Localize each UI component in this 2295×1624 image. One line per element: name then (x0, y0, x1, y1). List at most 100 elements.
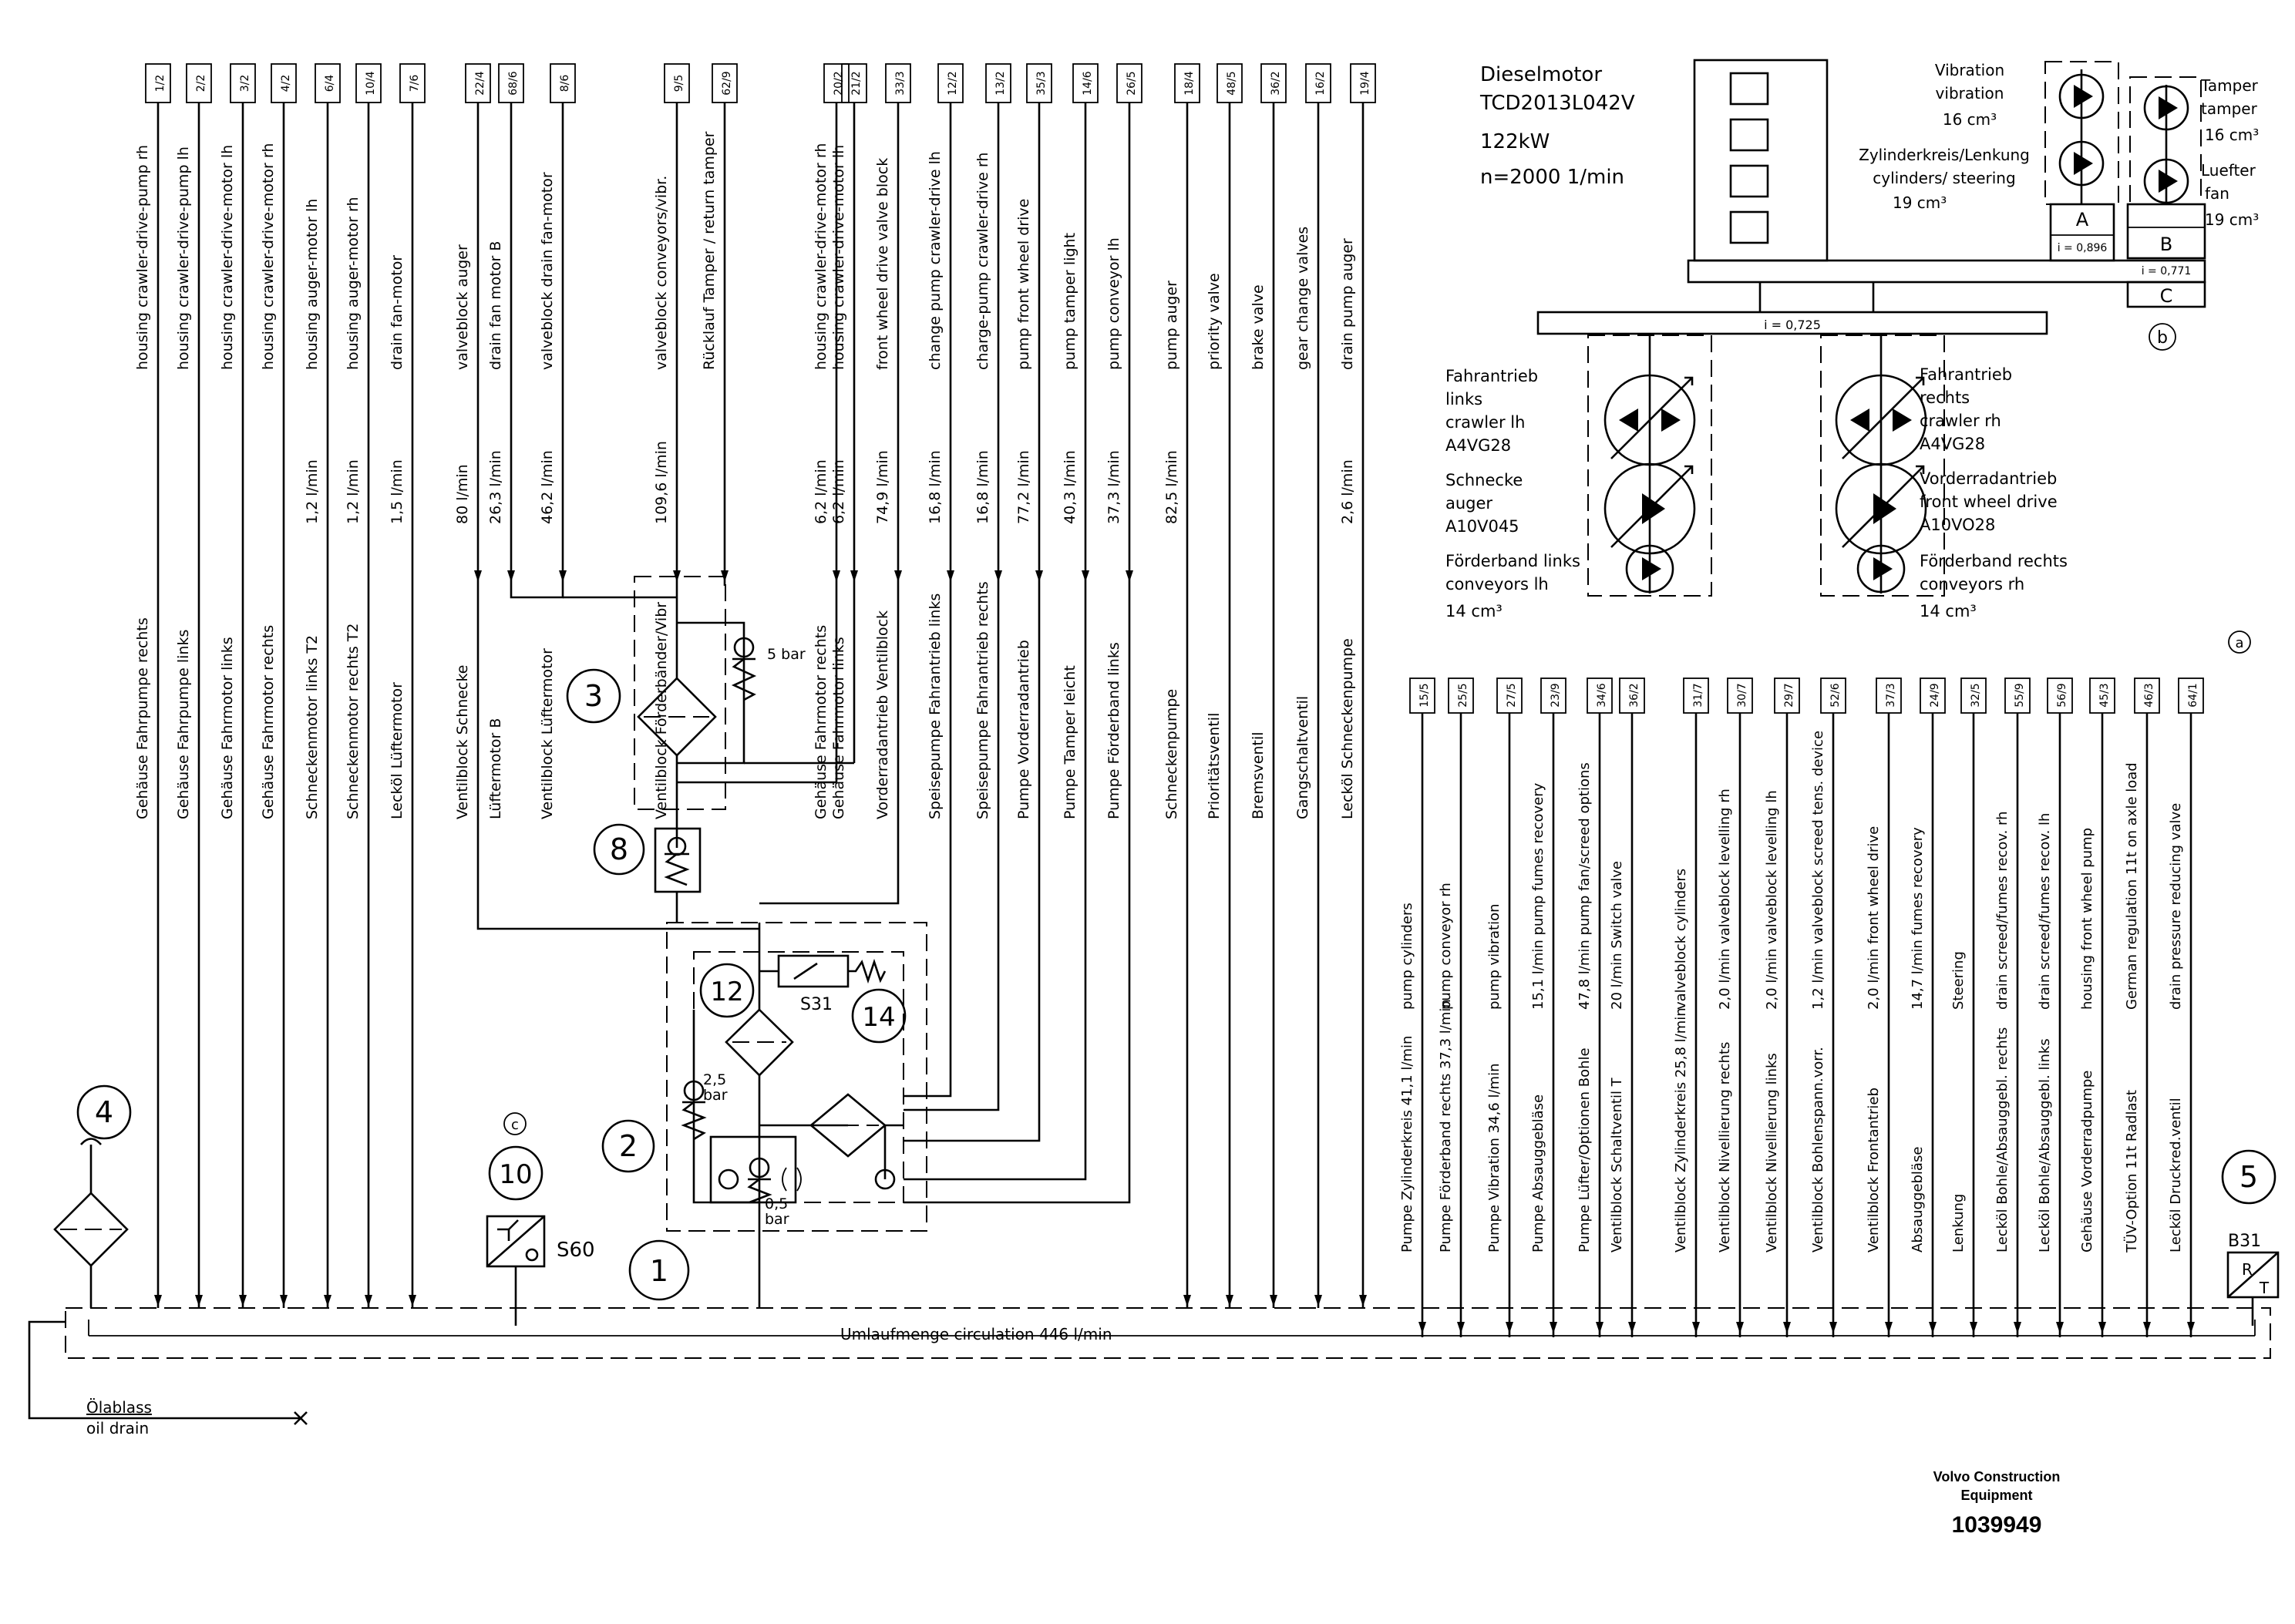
line-label-en: 2,0 l/min valveblock levelling rh (1717, 788, 1733, 1010)
drive-left-label: Fahrantrieb (1445, 367, 1538, 385)
line-ref: 20/2 (833, 71, 845, 95)
line-ref: 27/5 (1506, 683, 1518, 707)
line-label-de: Gehäuse Vorderradpumpe (2079, 1071, 2095, 1252)
line-ref: 64/1 (2187, 683, 2199, 707)
check-valve-8 (654, 827, 702, 923)
line-label-en: housing auger-motor lh (304, 199, 321, 370)
line-label-en: Steering (1950, 951, 1967, 1010)
flow-arrow (239, 1295, 247, 1306)
line-ref: 37/3 (1885, 683, 1897, 707)
line-label-en: valveblock conveyors/vibr. (653, 176, 670, 370)
oil-drain-de: Ölablass (86, 1398, 152, 1417)
line-ref: 12/2 (947, 71, 959, 95)
engine-speed: n=2000 1/min (1480, 166, 1624, 189)
flow-arrow (1035, 570, 1043, 582)
line-label-en: housing auger-motor rh (345, 197, 362, 371)
line-label-en: drain screed/fumes recov. rh (1994, 811, 2011, 1010)
line-flow: 80 l/min (454, 464, 471, 524)
front-drive-label-en: front wheel drive (1920, 493, 2058, 511)
line-label-de: Lecköl Schneckenpumpe (1339, 638, 1356, 819)
line-label-en: pump cylinders (1399, 903, 1415, 1010)
line-ref: 25/5 (1457, 683, 1469, 707)
line-label-de: Absauggebläse (1910, 1147, 1926, 1252)
fan-label-en: fan (2205, 184, 2229, 203)
line-label-en: pump conveyor rh (1438, 883, 1454, 1010)
tank-manifold (28, 1307, 2271, 1425)
line-ref: 13/2 (994, 71, 1007, 95)
line-flow: 77,2 l/min (1015, 450, 1032, 524)
line-label-en: 15,1 l/min pump fumes recovery (1530, 782, 1546, 1010)
fan-displacement: 19 cm³ (2205, 210, 2259, 229)
line-label-de: Ventilblock Zylinderkreis 25,8 l/min (1673, 1007, 1689, 1252)
return-line: 34/647,8 l/min pump fan/screed optionsPu… (1577, 678, 1613, 1337)
flow-arrow (474, 570, 482, 582)
line-ref: 62/9 (721, 71, 733, 95)
line-label-de: Schneckenmotor rechts T2 (345, 624, 362, 820)
bypass-0-5-value: 0,5 (765, 1195, 788, 1212)
component-12-number: 12 (710, 977, 743, 1007)
conveyor-left-label: Förderband links (1445, 552, 1580, 570)
line-flow: 1,5 l/min (389, 459, 405, 524)
flow-arrow (1226, 1295, 1233, 1306)
conveyor-right-displacement: 14 cm³ (1920, 602, 1977, 620)
flow-arrow (673, 570, 681, 582)
line-label-de: Lecköl Bohle/Absauggebl. rechts (1994, 1027, 2011, 1252)
pto-labels: Vibration vibration 16 cm³ Zylinderkreis… (1764, 61, 2259, 351)
front-drive-label: Vorderradantrieb (1920, 469, 2057, 488)
flow-arrow (2056, 1322, 2064, 1333)
line-label-en: housing crawler-drive-motor rh (260, 143, 277, 370)
line-label-de: Gehäuse Fahrpumpe links (175, 630, 192, 819)
line-label-de: Gehäuse Fahrpumpe rechts (134, 617, 151, 819)
line-ref: 21/2 (850, 71, 863, 95)
line-flow: 40,3 l/min (1062, 450, 1079, 524)
flow-arrow (409, 1295, 416, 1306)
return-line: 52/61,2 l/min valveblock screed tens. de… (1810, 678, 1846, 1337)
line-ref: 48/5 (1226, 71, 1238, 95)
flow-arrow (850, 570, 858, 582)
line-label-en: housing crawler-drive-pump rh (134, 145, 151, 370)
line-label-de: Pumpe Lüfter/Optionen Bohle (1577, 1047, 1593, 1252)
line-ref: 22/4 (474, 71, 486, 96)
line-label-en: housing crawler-drive-pump lh (175, 146, 192, 370)
misc-labels: 5 bar 2,5 bar 0,5 bar S31 S60 B31 R T c … (86, 630, 2270, 1437)
line-ref: 1/2 (154, 75, 167, 92)
flow-arrow (195, 1295, 203, 1306)
bypass-2-5-value: 2,5 (703, 1071, 726, 1088)
line-ref: 23/9 (1550, 683, 1562, 707)
cylinders-label: Zylinderkreis/Lenkung (1859, 146, 2030, 164)
vibration-label: Vibration (1935, 61, 2004, 79)
flow-arrow (507, 570, 515, 582)
line-label-en: pump conveyor lh (1105, 237, 1122, 370)
cylinders-displacement: 19 cm³ (1893, 193, 1947, 212)
relief-5bar-label: 5 bar (767, 646, 806, 663)
line-label-en: drain fan-motor (389, 255, 405, 370)
line-label-de: Vorderradantrieb Ventilblock (874, 610, 891, 819)
line-label-de: Pumpe Absauggebläse (1530, 1094, 1546, 1252)
bypass-0-5-unit: bar (765, 1211, 789, 1228)
flow-arrow (1783, 1322, 1791, 1333)
line-label-en: valveblock auger (454, 244, 471, 370)
line-flow: 109,6 l/min (653, 441, 670, 524)
line-label-en: pump front wheel drive (1015, 199, 1032, 370)
line-label-de: Pumpe Tamper leicht (1062, 665, 1079, 819)
line-label-en: priority valve (1206, 273, 1223, 370)
return-line: 1/2 housing crawler-drive-pump rh Gehäuse … (134, 63, 171, 1308)
flow-arrow (1314, 1295, 1322, 1306)
line-label-en: 1,2 l/min valveblock screed tens. device (1810, 731, 1826, 1010)
